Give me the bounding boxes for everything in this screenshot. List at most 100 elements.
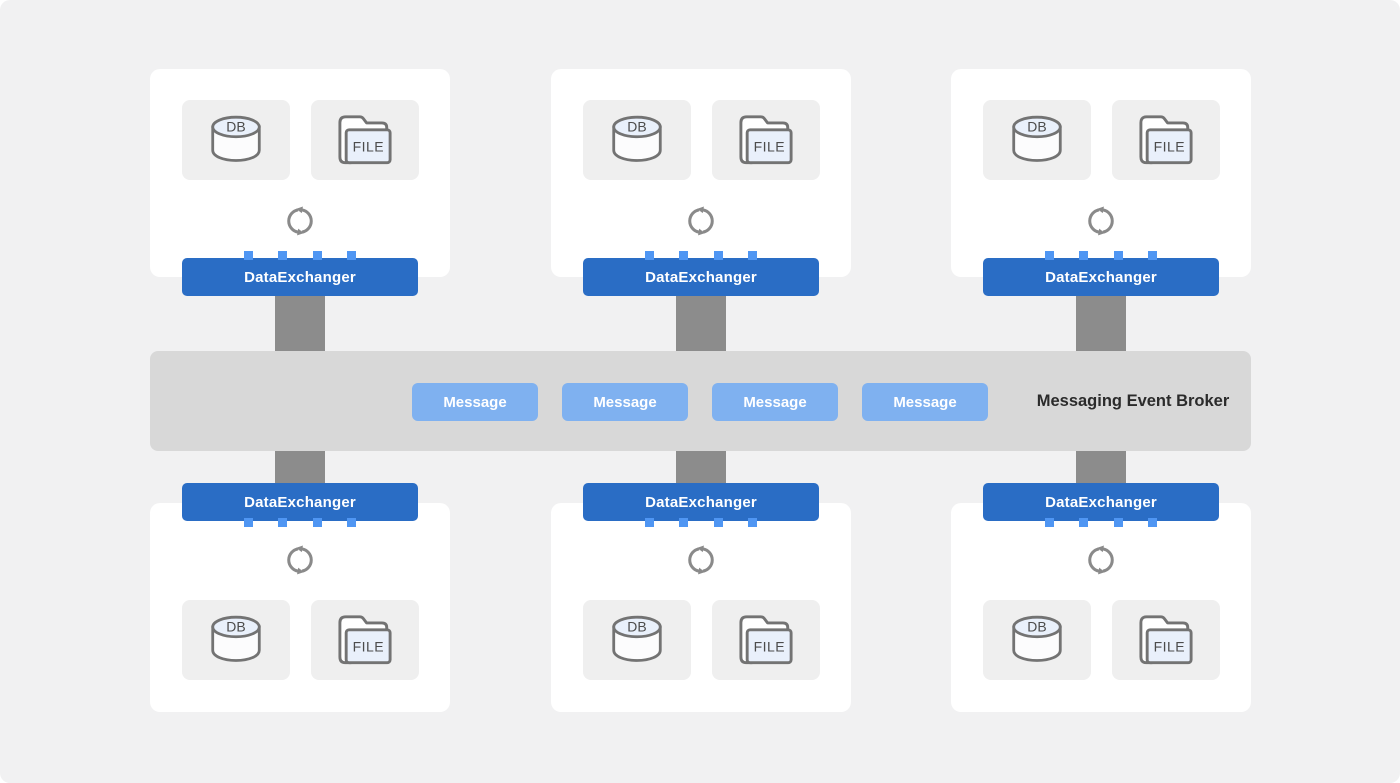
db-source-tile: DB — [181, 100, 290, 180]
dataexchanger-label: DataExchanger — [645, 493, 757, 511]
connection-port — [679, 251, 689, 260]
connection-port — [243, 518, 253, 527]
file-folder-icon: FILE — [738, 615, 793, 665]
db-source-tile: DB — [582, 100, 691, 180]
file-folder-icon: FILE — [337, 615, 392, 665]
dataexchanger-label: DataExchanger — [244, 493, 356, 511]
connection-port — [1148, 251, 1158, 260]
file-source-tile: FILE — [310, 600, 419, 680]
database-cylinder-icon: DB — [611, 615, 662, 662]
file-folder-icon: FILE — [337, 115, 392, 165]
file-label: FILE — [1153, 139, 1185, 155]
connection-port — [312, 251, 322, 260]
sync-row — [951, 543, 1251, 577]
connection-port — [1044, 518, 1054, 527]
dataexchanger-label: DataExchanger — [1045, 268, 1157, 286]
db-source-tile: DB — [582, 600, 691, 680]
connection-port — [644, 251, 654, 260]
sync-arrows-icon — [1088, 545, 1114, 575]
connection-port — [748, 251, 758, 260]
sync-arrows-icon — [1088, 206, 1114, 236]
dataexchanger-bar-bottom-3: DataExchanger — [983, 483, 1219, 527]
connection-port — [278, 251, 288, 260]
message-chip-4: Message — [862, 383, 988, 421]
connection-port — [278, 518, 288, 527]
file-label: FILE — [1153, 639, 1185, 655]
source-tiles: DB FILE — [951, 100, 1251, 180]
db-source-tile: DB — [982, 600, 1091, 680]
db-label: DB — [1027, 119, 1046, 135]
connection-port — [644, 518, 654, 527]
sync-row — [951, 204, 1251, 238]
database-cylinder-icon: DB — [210, 115, 261, 162]
connector-pipe — [1076, 451, 1126, 483]
connection-port — [347, 251, 357, 260]
connection-port — [679, 518, 689, 527]
dataexchanger-label: DataExchanger — [1045, 493, 1157, 511]
connection-port — [312, 518, 322, 527]
sync-row — [150, 204, 450, 238]
source-tiles: DB FILE — [551, 100, 851, 180]
system-card-bottom-1: DB FILE — [150, 503, 450, 712]
connector-pipe — [275, 451, 325, 483]
sync-row — [551, 543, 851, 577]
dataexchanger-bar-top-1: DataExchanger — [182, 251, 418, 296]
file-source-tile: FILE — [711, 100, 820, 180]
connection-port — [1044, 251, 1054, 260]
db-label: DB — [627, 119, 646, 135]
source-tiles: DB FILE — [551, 600, 851, 680]
connection-port — [1079, 518, 1089, 527]
sync-arrows-icon — [287, 206, 313, 236]
dataexchanger-label: DataExchanger — [244, 268, 356, 286]
file-source-tile: FILE — [1111, 100, 1220, 180]
connector-pipe — [1076, 296, 1126, 351]
file-source-tile: FILE — [310, 100, 419, 180]
system-card-top-1: DB FILE — [150, 69, 450, 277]
message-chip-3: Message — [712, 383, 838, 421]
connection-port — [243, 251, 253, 260]
connection-port — [1113, 518, 1123, 527]
dataexchanger-bar-top-2: DataExchanger — [583, 251, 819, 296]
database-cylinder-icon: DB — [611, 115, 662, 162]
connector-pipe — [676, 296, 726, 351]
broker-label: Messaging Event Broker — [1036, 391, 1230, 410]
message-chip-2: Message — [562, 383, 688, 421]
database-cylinder-icon: DB — [1011, 615, 1062, 662]
db-label: DB — [226, 619, 245, 635]
file-folder-icon: FILE — [738, 115, 793, 165]
db-label: DB — [226, 119, 245, 135]
system-card-top-2: DB FILE — [551, 69, 851, 277]
file-label: FILE — [753, 139, 784, 155]
connection-port — [748, 518, 758, 527]
db-source-tile: DB — [982, 100, 1091, 180]
message-chip-1: Message — [412, 383, 538, 421]
dataexchanger-label: DataExchanger — [645, 268, 757, 286]
database-cylinder-icon: DB — [210, 615, 261, 662]
db-label: DB — [627, 619, 646, 635]
dataexchanger-bar-top-3: DataExchanger — [983, 251, 1219, 296]
dataexchanger-bar-bottom-2: DataExchanger — [583, 483, 819, 527]
db-label: DB — [1027, 619, 1046, 635]
system-card-bottom-2: DB FILE — [551, 503, 851, 712]
connection-port — [1148, 518, 1158, 527]
sync-arrows-icon — [287, 545, 313, 575]
file-folder-icon: FILE — [1138, 115, 1193, 165]
source-tiles: DB FILE — [951, 600, 1251, 680]
db-source-tile: DB — [181, 600, 290, 680]
sync-arrows-icon — [688, 545, 714, 575]
connection-port — [713, 518, 723, 527]
broker-band: Message Message Message Message Messagin… — [150, 351, 1251, 451]
connection-port — [1079, 251, 1089, 260]
sync-row — [150, 543, 450, 577]
sync-arrows-icon — [688, 206, 714, 236]
source-tiles: DB FILE — [150, 100, 450, 180]
file-source-tile: FILE — [711, 600, 820, 680]
connection-port — [1113, 251, 1123, 260]
file-source-tile: FILE — [1111, 600, 1220, 680]
connection-port — [713, 251, 723, 260]
file-label: FILE — [753, 639, 784, 655]
file-label: FILE — [352, 139, 384, 155]
file-folder-icon: FILE — [1138, 615, 1193, 665]
connection-port — [347, 518, 357, 527]
